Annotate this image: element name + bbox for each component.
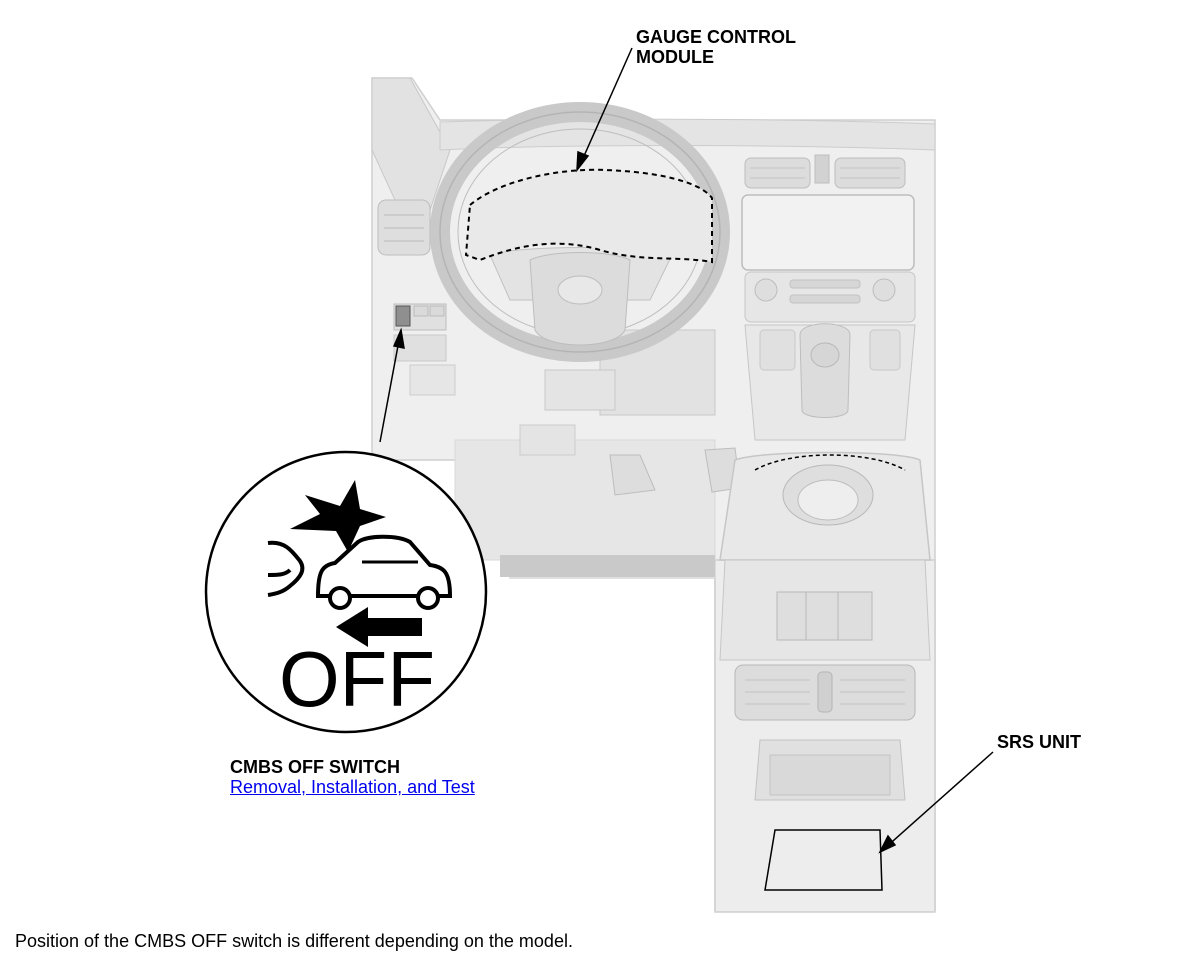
collision-star-icon	[290, 480, 386, 552]
model-note: Position of the CMBS OFF switch is diffe…	[15, 931, 573, 951]
dashboard-drawing	[371, 77, 936, 913]
gauge-module-label: GAUGE CONTROL MODULE	[636, 27, 796, 67]
cmbs-switch-icon: OFF	[204, 450, 488, 734]
left-arrow-icon	[336, 607, 422, 647]
srs-unit-label: SRS UNIT	[997, 732, 1082, 752]
cmbs-removal-link[interactable]: Removal, Installation, and Test	[230, 777, 475, 797]
gauge-module-label-line2: MODULE	[636, 47, 714, 67]
rear-car-icon	[315, 534, 453, 598]
switch-off-text: OFF	[279, 635, 435, 723]
front-car-icon	[267, 540, 305, 597]
gauge-module-label-line1: GAUGE CONTROL	[636, 27, 796, 47]
cmbs-switch-label: CMBS OFF SWITCH	[230, 757, 400, 777]
leader-lines	[379, 47, 994, 854]
